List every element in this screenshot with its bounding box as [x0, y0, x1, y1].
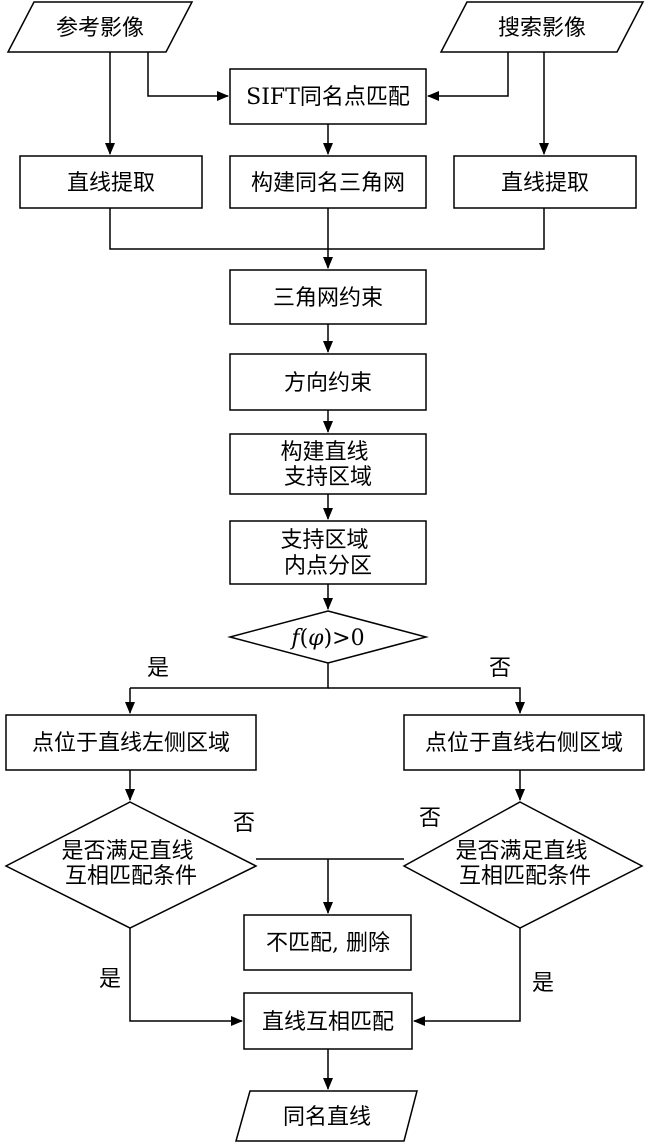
label-no-left: 否 — [233, 811, 255, 836]
condition-open: ( — [300, 626, 309, 651]
process-inner-points-line-2: 内点分区 — [284, 554, 372, 579]
condition-arg: φ — [308, 626, 324, 651]
check-left-line-1: 是否满足直线 — [61, 839, 193, 864]
process-line-extract-left: 直线提取 — [19, 155, 203, 209]
decision-check-right-label: 是否满足直线 互相匹配条件 — [455, 839, 594, 889]
process-build-tin-label: 构建同名三角网 — [251, 171, 405, 196]
process-direction-constraint: 方向约束 — [229, 353, 427, 411]
label-no-top: 否 — [489, 656, 511, 681]
condition-rest: )>0 — [324, 626, 365, 651]
process-inner-points-line-1: 支持区域 — [280, 528, 368, 553]
process-right-region: 点位于直线右侧区域 — [403, 714, 645, 771]
check-left-line-2: 互相匹配条件 — [65, 864, 197, 889]
decision-check-left: 是否满足直线 互相匹配条件 — [4, 801, 258, 929]
process-line-extract-right: 直线提取 — [453, 155, 637, 209]
input-search-image-label: 搜索影像 — [498, 16, 586, 41]
decision-check-right: 是否满足直线 互相匹配条件 — [402, 801, 644, 929]
process-line-extract-left-label: 直线提取 — [67, 171, 155, 196]
process-left-region-label: 点位于直线左侧区域 — [32, 731, 230, 756]
process-left-region: 点位于直线左侧区域 — [5, 714, 257, 771]
label-yes-top: 是 — [147, 656, 169, 681]
process-support-region-line-2: 支持区域 — [284, 465, 372, 490]
process-tin-constraint: 三角网约束 — [229, 269, 427, 325]
process-reject-label: 不匹配, 删除 — [266, 931, 390, 956]
edge-check-right-yes — [413, 928, 521, 1026]
process-mutual-match-label: 直线互相匹配 — [262, 1010, 394, 1035]
process-inner-points: 支持区域 内点分区 — [229, 520, 427, 585]
process-direction-constraint-label: 方向约束 — [284, 371, 372, 396]
label-yes-right: 是 — [532, 971, 554, 996]
input-reference-image-label: 参考影像 — [56, 16, 144, 41]
process-support-region-line-1: 构建直线 — [280, 440, 368, 465]
output-corresponding-lines: 同名直线 — [235, 1090, 418, 1142]
label-yes-left: 是 — [99, 967, 121, 992]
process-support-region: 构建直线 支持区域 — [229, 433, 427, 495]
decision-condition: f(φ)>0 — [227, 610, 429, 664]
edge-ref-to-sift — [147, 52, 229, 101]
decision-condition-label: f(φ)>0 — [289, 626, 364, 651]
process-reject: 不匹配, 删除 — [243, 914, 412, 971]
edge-check-left-yes — [129, 928, 243, 1026]
label-no-right: 否 — [419, 806, 441, 831]
decision-check-left-label: 是否满足直线 互相匹配条件 — [61, 839, 200, 889]
input-reference-image: 参考影像 — [6, 1, 194, 53]
process-sift-matching: SIFT同名点匹配 — [229, 68, 427, 125]
process-tin-constraint-label: 三角网约束 — [273, 286, 383, 311]
process-right-region-label: 点位于直线右侧区域 — [425, 731, 623, 756]
edge-condition-to-right — [328, 687, 525, 714]
process-line-extract-right-label: 直线提取 — [501, 171, 589, 196]
process-sift-matching-label: SIFT同名点匹配 — [246, 85, 410, 110]
process-support-region-label: 构建直线 支持区域 — [280, 440, 375, 490]
edge-merge-bus — [109, 208, 545, 250]
process-mutual-match: 直线互相匹配 — [243, 992, 413, 1050]
check-right-line-1: 是否满足直线 — [455, 839, 587, 864]
output-corresponding-lines-label: 同名直线 — [283, 1105, 371, 1130]
connectors — [105, 52, 549, 1090]
process-build-tin: 构建同名三角网 — [229, 155, 427, 209]
input-search-image: 搜索影像 — [439, 1, 645, 53]
check-right-line-2: 互相匹配条件 — [459, 864, 591, 889]
process-inner-points-label: 支持区域 内点分区 — [280, 528, 375, 579]
edge-search-to-sift — [427, 52, 509, 101]
